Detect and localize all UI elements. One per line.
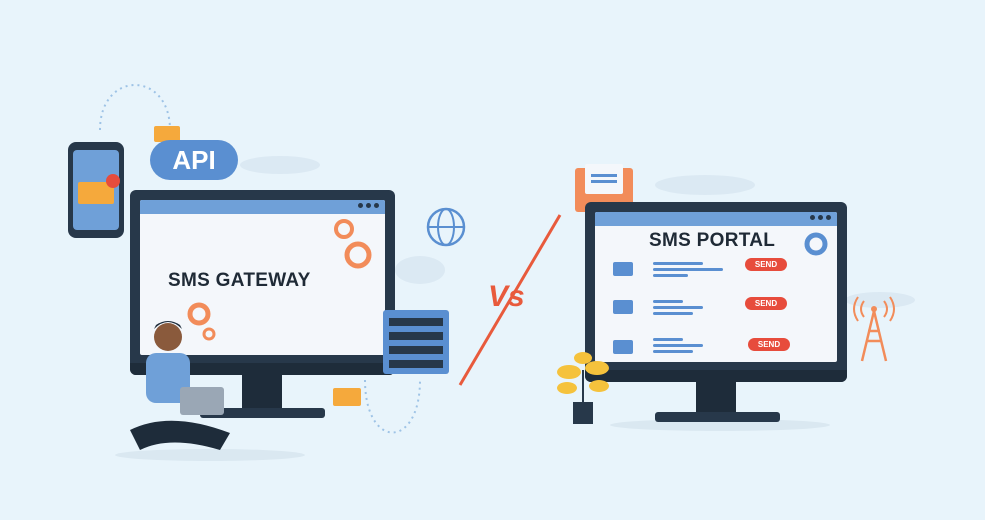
send-button[interactable]: SEND — [745, 258, 787, 271]
sms-portal-title: SMS PORTAL — [649, 230, 776, 251]
send-button[interactable]: SEND — [745, 297, 787, 310]
mail-icon — [613, 262, 633, 276]
mail-icon — [613, 300, 633, 314]
phone-illustration — [68, 142, 124, 238]
signal-tower-icon — [853, 296, 895, 362]
person-with-laptop — [130, 321, 230, 450]
send-button[interactable]: SEND — [748, 338, 790, 351]
window-titlebar — [140, 200, 385, 214]
sms-gateway-title: SMS GATEWAY — [168, 270, 311, 291]
gear-icon — [804, 232, 828, 256]
window-titlebar — [595, 212, 837, 226]
globe-icon — [426, 207, 466, 247]
sms-gateway-monitor: SMS GATEWAY — [130, 190, 395, 375]
gear-icon — [334, 219, 372, 269]
envelope-icon — [154, 126, 180, 142]
gear-icon — [187, 302, 216, 341]
sms-portal-monitor: SMS PORTAL SEND SEND SEND — [585, 202, 847, 382]
plant-illustration — [557, 352, 609, 424]
mail-icon — [613, 340, 633, 354]
api-bubble: API — [150, 140, 238, 180]
versus-label: Vs — [488, 280, 525, 313]
server-rack-icon — [383, 310, 449, 374]
envelope-icon — [333, 388, 361, 406]
envelope-icon — [78, 182, 114, 204]
